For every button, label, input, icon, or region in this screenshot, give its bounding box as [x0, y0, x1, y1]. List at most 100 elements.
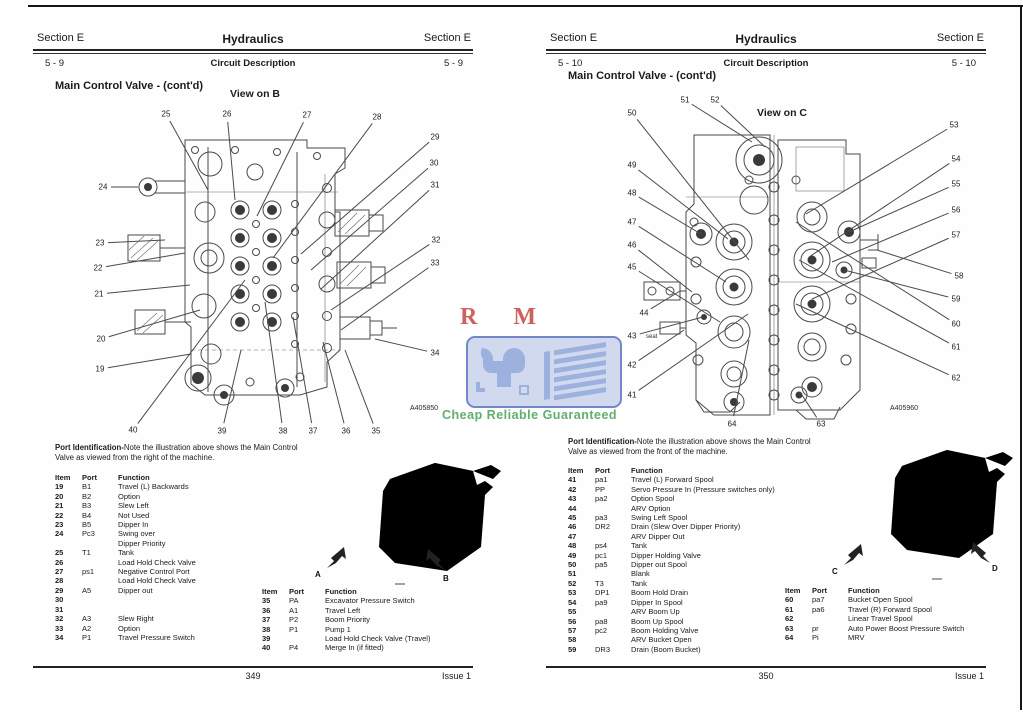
leader-line: [256, 121, 304, 217]
table-cell: 33: [55, 623, 64, 633]
note-text: Note the illustration above shows the Ma…: [55, 443, 298, 462]
leader-line: [843, 269, 949, 298]
table-cell: 48: [568, 541, 577, 551]
table-cell: A5: [82, 585, 92, 595]
table-cell: Pi: [812, 633, 819, 643]
leader-line: [108, 309, 201, 338]
table-cell: 23: [55, 520, 64, 530]
table-cell: Tank: [631, 578, 647, 588]
table-cell: ps1: [82, 567, 95, 577]
leader-line: [374, 338, 428, 352]
table-cell: Item: [55, 473, 71, 482]
table-cell: Servo Pressure In (Pressure switches onl…: [631, 484, 775, 494]
table-cell: Blank: [631, 569, 650, 579]
page-number-right: 5 - 9: [443, 58, 463, 69]
table-cell: 55: [568, 607, 577, 617]
callout-number: 28: [373, 113, 382, 122]
table-cell: [55, 539, 82, 548]
leader-line: [292, 316, 313, 424]
table-cell: Function: [631, 466, 663, 475]
header-section-right: Section E: [936, 32, 984, 44]
table-cell: 41: [568, 475, 577, 485]
page-number-right: 5 - 10: [951, 58, 976, 69]
leader-line: [107, 239, 166, 244]
table-cell: 53: [568, 588, 577, 598]
header-section-left: Section E: [550, 32, 598, 44]
table-cell: A3: [82, 614, 92, 624]
table-cell: Pump 1: [325, 624, 351, 634]
leader-line: [799, 391, 818, 418]
page-subheader: 5 - 9 Circuit Description 5 - 9: [33, 58, 473, 70]
footer-rule: [33, 666, 473, 668]
callout-number: 29: [431, 133, 440, 142]
table-cell: Swing over: [118, 529, 156, 539]
table-cell: T1: [82, 548, 91, 558]
table-cell: Slew Right: [118, 614, 154, 624]
table-cell: 20: [55, 491, 64, 501]
callout-number: 42: [628, 361, 637, 370]
chapter-label: Circuit Description: [723, 58, 809, 69]
table-cell: Auto Power Boost Pressure Switch: [848, 623, 965, 633]
table-cell: ARV Option: [631, 503, 671, 513]
callout-number: 33: [431, 259, 440, 268]
table-cell: P2: [289, 615, 299, 625]
table-cell: Option: [118, 491, 141, 501]
callout-number: 49: [628, 161, 637, 170]
callout-number: 59: [952, 295, 961, 304]
callout-number: 20: [97, 335, 106, 344]
callout-number: 60: [952, 320, 961, 329]
leader-line: [811, 237, 949, 300]
table-cell: Port: [289, 587, 304, 596]
callout-number: 40: [129, 426, 138, 435]
callout-number: 57: [952, 231, 961, 240]
header-section-right: Section E: [423, 32, 471, 44]
header-rule-thick: [33, 49, 473, 51]
table-cell: Load Hold Check Valve: [118, 557, 196, 567]
table-cell: pr: [812, 623, 819, 633]
table-cell: 43: [568, 494, 577, 504]
table-cell: Excavator Pressure Switch: [325, 596, 415, 606]
callout-number: 44: [640, 309, 649, 318]
leader-line: [638, 329, 685, 361]
table-cell: Port: [595, 466, 610, 475]
table-row: 63 pr Auto Power Boost Pressure Switch: [785, 624, 985, 633]
table-cell: 19: [55, 482, 64, 492]
table-cell: 35: [262, 596, 271, 606]
port-identification-note: Port Identification-Note the illustratio…: [568, 437, 826, 457]
table-cell: [82, 576, 118, 585]
table-cell: Option: [118, 623, 141, 633]
callout-number: 37: [309, 427, 318, 436]
table-cell: Function: [118, 473, 150, 482]
table-cell: PA: [289, 596, 299, 606]
header-title: Hydraulics: [222, 32, 284, 46]
figure-code: A405960: [890, 405, 919, 412]
table-cell: 63: [785, 623, 794, 633]
scan-edge-top: [28, 5, 1023, 7]
footer-issue: Issue 1: [954, 671, 984, 681]
table-cell: pc1: [595, 550, 608, 560]
leader-line: [720, 105, 766, 148]
note-lead: Port Identification-: [568, 437, 637, 446]
leader-line: [638, 169, 729, 240]
footer-page-number: 349: [245, 671, 261, 681]
table-cell: [595, 504, 631, 513]
table-cell: Not Used: [118, 510, 150, 520]
table-cell: Boom Holding Valve: [631, 625, 699, 635]
table-cell: 36: [262, 605, 271, 615]
leader-line: [650, 290, 681, 310]
leader-line: [340, 267, 429, 331]
